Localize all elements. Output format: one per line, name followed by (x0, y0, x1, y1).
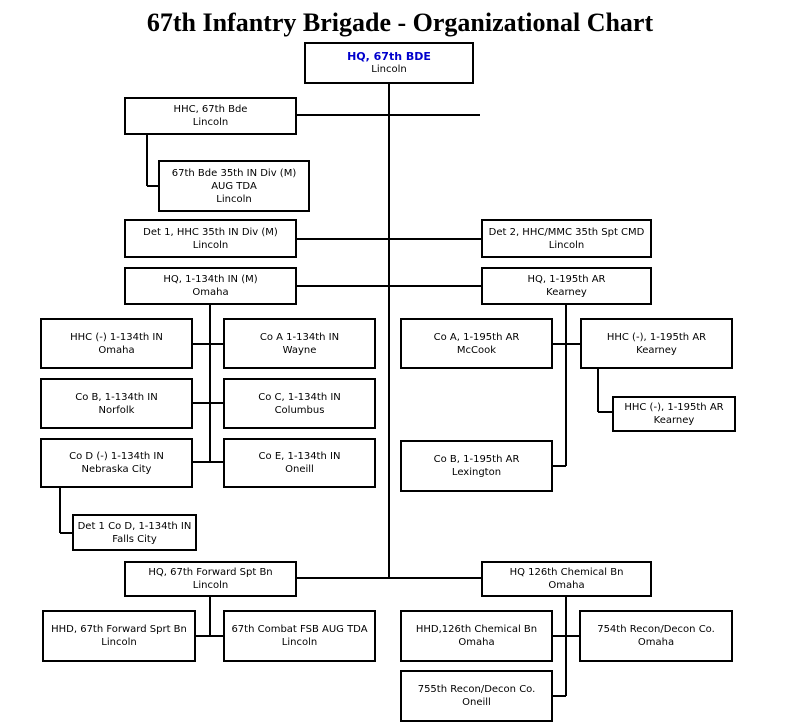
unit-box-det1-hhc-35th: Det 1, HHC 35th IN Div (M) Lincoln (124, 219, 297, 258)
unit-location: Kearney (636, 344, 677, 356)
unit-box-hhc-1-134th: HHC (-) 1-134th IN Omaha (40, 318, 193, 369)
unit-box-hq-1-134th: HQ, 1-134th IN (M) Omaha (124, 267, 297, 305)
unit-location: Lincoln (192, 117, 229, 128)
unit-name: HQ, 1-195th AR (527, 274, 606, 285)
unit-name: HQ, 67th Forward Spt Bn (148, 567, 273, 578)
unit-box-hhc-67th-bde: HHC, 67th Bde Lincoln (124, 97, 297, 135)
unit-name: HHC, 67th Bde (173, 104, 248, 115)
unit-box-co-a-1-134th: Co A 1-134th IN Wayne (223, 318, 376, 369)
unit-box-hhc-1-195th: HHC (-), 1-195th AR Kearney (580, 318, 733, 369)
unit-name: Co B, 1-134th IN (75, 391, 158, 403)
unit-box-co-b-1-134th: Co B, 1-134th IN Norfolk (40, 378, 193, 429)
unit-location: Lexington (451, 467, 502, 478)
unit-location: Lincoln (548, 239, 585, 251)
unit-box-hq-126th-chem: HQ 126th Chemical Bn Omaha (481, 561, 652, 597)
unit-name: 755th Recon/Decon Co. (417, 684, 536, 695)
unit-name: 67th Combat FSB AUG TDA (231, 624, 368, 635)
unit-location: Lincoln (192, 239, 229, 251)
page-title: 67th Infantry Brigade - Organizational C… (146, 8, 654, 37)
unit-box-hq-1-195th: HQ, 1-195th AR Kearney (481, 267, 652, 305)
unit-name: Co C, 1-134th IN (258, 391, 341, 403)
unit-location: Lincoln (371, 64, 407, 75)
unit-box-co-e-1-134th: Co E, 1-134th IN Oneill (223, 438, 376, 488)
unit-name: HHC (-) 1-134th IN (70, 331, 163, 343)
unit-location: Lincoln (192, 580, 229, 591)
unit-location: Omaha (637, 637, 675, 648)
unit-box-hhd-67th-fsb: HHD, 67th Forward Sprt Bn Lincoln (42, 610, 196, 662)
unit-box-67th-combat-fsb: 67th Combat FSB AUG TDA Lincoln (223, 610, 376, 662)
unit-location: Oneill (285, 464, 314, 475)
unit-location: Kearney (546, 287, 587, 298)
unit-location: Columbus (274, 404, 325, 416)
unit-location: Falls City (112, 533, 157, 545)
unit-box-67th-bde-35th-in-div: 67th Bde 35th IN Div (M) AUG TDA Lincoln (158, 160, 310, 212)
unit-location: Nebraska City (81, 464, 152, 475)
unit-name: HQ, 1-134th IN (M) (163, 274, 258, 285)
unit-location: Lincoln (101, 637, 137, 648)
unit-name: Co B, 1-195th AR (433, 454, 520, 465)
unit-box-hhc-1-195th-sub: HHC (-), 1-195th AR Kearney (612, 396, 736, 432)
unit-name: Co E, 1-134th IN (258, 451, 341, 462)
unit-box-755th-recon: 755th Recon/Decon Co. Oneill (400, 670, 553, 722)
unit-location: Lincoln (216, 193, 252, 205)
unit-location: Lincoln (281, 637, 318, 648)
unit-location: Omaha (98, 344, 135, 356)
unit-name: Co A 1-134th IN (259, 331, 340, 343)
unit-name: 754th Recon/Decon Co. (597, 624, 715, 635)
unit-location: Kearney (653, 415, 695, 426)
unit-name: HQ, 67th BDE (347, 50, 431, 63)
unit-location: Omaha (548, 580, 585, 591)
unit-detail: AUG TDA (211, 180, 257, 192)
unit-box-hq-67th-bde: HQ, 67th BDE Lincoln (304, 42, 474, 84)
unit-name: HHC (-), 1-195th AR (624, 402, 724, 413)
unit-name: Det 2, HHC/MMC 35th Spt CMD (488, 226, 645, 238)
unit-name: HQ 126th Chemical Bn (509, 567, 624, 578)
unit-name: Co D (-) 1-134th IN (69, 451, 164, 462)
unit-box-hq-67th-fsb: HQ, 67th Forward Spt Bn Lincoln (124, 561, 297, 597)
unit-box-co-d-1-134th: Co D (-) 1-134th IN Nebraska City (40, 438, 193, 488)
unit-location: Wayne (282, 344, 317, 356)
unit-location: McCook (456, 344, 497, 356)
unit-name: 67th Bde 35th IN Div (M) (171, 167, 297, 179)
unit-name: Det 1, HHC 35th IN Div (M) (143, 226, 278, 238)
unit-name: HHD, 67th Forward Sprt Bn (51, 624, 187, 635)
unit-location: Norfolk (98, 404, 135, 416)
unit-name: Det 1 Co D, 1-134th IN (77, 520, 192, 532)
unit-box-co-c-1-134th: Co C, 1-134th IN Columbus (223, 378, 376, 429)
unit-location: Omaha (192, 287, 229, 298)
unit-location: Omaha (458, 637, 495, 648)
unit-box-det1-co-d: Det 1 Co D, 1-134th IN Falls City (72, 514, 197, 551)
unit-location: Oneill (462, 697, 491, 708)
unit-box-hhd-126th-chem: HHD,126th Chemical Bn Omaha (400, 610, 553, 662)
unit-box-754th-recon: 754th Recon/Decon Co. Omaha (579, 610, 733, 662)
unit-name: HHD,126th Chemical Bn (415, 624, 538, 635)
unit-box-det2-hhc-mmc: Det 2, HHC/MMC 35th Spt CMD Lincoln (481, 219, 652, 258)
unit-name: Co A, 1-195th AR (433, 331, 520, 343)
unit-name: HHC (-), 1-195th AR (606, 331, 707, 343)
unit-box-co-b-1-195th: Co B, 1-195th AR Lexington (400, 440, 553, 492)
unit-box-co-a-1-195th: Co A, 1-195th AR McCook (400, 318, 553, 369)
